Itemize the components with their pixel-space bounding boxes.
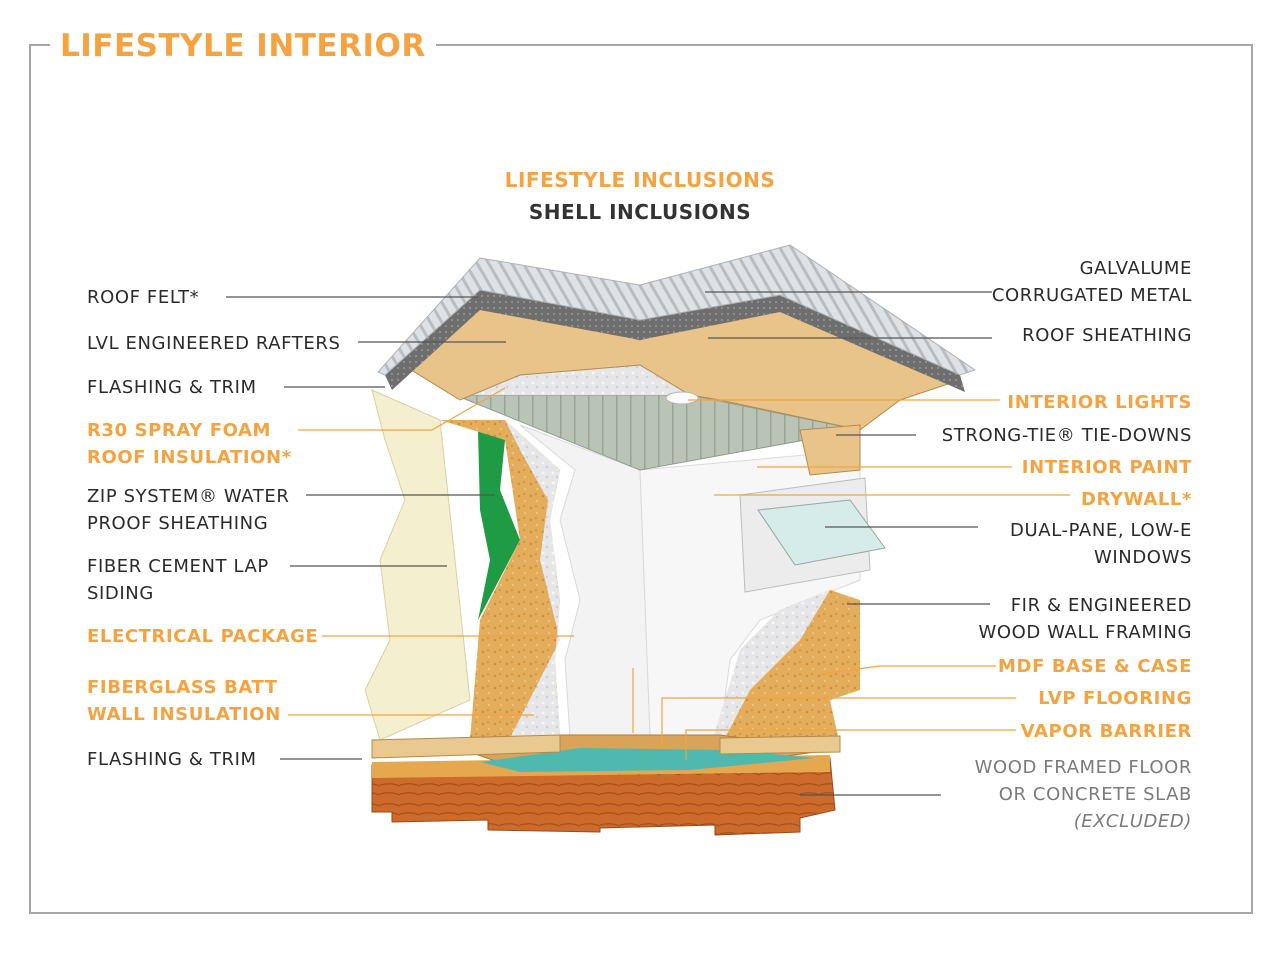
label-drywall: DRYWALL* — [1081, 489, 1192, 510]
label-windows-line2: WINDOWS — [1093, 547, 1192, 568]
label-batt-line1: FIBERGLASS BATT — [87, 677, 278, 698]
left-wall-sheathing — [440, 420, 560, 740]
label-tie-downs: STRONG-TIE® TIE-DOWNS — [941, 425, 1192, 446]
legend-lifestyle: LIFESTYLE INCLUSIONS — [504, 168, 776, 192]
label-fiber-cement-line2: SIDING — [87, 583, 154, 604]
shell-leader-lines — [226, 291, 992, 796]
legend-shell: SHELL INCLUSIONS — [528, 200, 752, 224]
siding-panels — [364, 389, 471, 741]
right-sill — [719, 735, 841, 755]
label-interior-paint: INTERIOR PAINT — [1021, 457, 1192, 478]
label-fiberglass-batt: FIBERGLASS BATT WALL INSULATION — [87, 674, 281, 728]
window — [739, 477, 886, 593]
label-lvl-rafters: LVL ENGINEERED RAFTERS — [87, 333, 341, 354]
left-sill — [371, 734, 561, 759]
label-framing-line2: WOOD WALL FRAMING — [978, 622, 1192, 643]
label-spray-foam-line1: R30 SPRAY FOAM — [87, 420, 272, 441]
left-wall-insulation — [505, 420, 560, 738]
label-floor-line2: OR CONCRETE SLAB — [998, 784, 1192, 805]
right-top-rafter — [799, 424, 861, 476]
roof-felt — [385, 290, 965, 392]
label-wall-framing: FIR & ENGINEERED WOOD WALL FRAMING — [978, 592, 1192, 646]
label-fiber-cement-line1: FIBER CEMENT LAP — [87, 556, 269, 577]
label-floor-line1: WOOD FRAMED FLOOR — [974, 757, 1192, 778]
label-fiber-cement: FIBER CEMENT LAP SIDING — [87, 553, 269, 607]
lifestyle-leader-lines — [288, 387, 1070, 760]
corrugated-metal-roof — [377, 244, 977, 376]
label-galvalume: GALVALUME CORRUGATED METAL — [992, 255, 1192, 309]
label-lvp-flooring: LVP FLOORING — [1038, 688, 1192, 709]
label-framing-line1: FIR & ENGINEERED — [1010, 595, 1192, 616]
label-zip-line2: PROOF SHEATHING — [87, 513, 269, 534]
zip-sheathing — [478, 430, 520, 620]
ceiling-light — [665, 391, 699, 405]
label-electrical-package: ELECTRICAL PACKAGE — [87, 626, 319, 647]
label-galvalume-line1: GALVALUME — [1079, 258, 1192, 279]
label-flashing-trim-top: FLASHING & TRIM — [87, 377, 257, 398]
label-floor-line3: (EXCLUDED) — [1073, 811, 1192, 832]
label-spray-foam-line2: ROOF INSULATION* — [87, 447, 292, 468]
label-galvalume-line2: CORRUGATED METAL — [991, 285, 1192, 306]
label-flashing-trim-bottom: FLASHING & TRIM — [87, 749, 257, 770]
label-floor-excluded: WOOD FRAMED FLOOR OR CONCRETE SLAB (EXCL… — [975, 754, 1192, 835]
label-vapor-barrier: VAPOR BARRIER — [1020, 721, 1192, 742]
label-batt-line2: WALL INSULATION — [87, 704, 281, 725]
label-roof-sheathing: ROOF SHEATHING — [1022, 325, 1192, 346]
label-zip-system: ZIP SYSTEM® WATER PROOF SHEATHING — [87, 483, 290, 537]
right-wall-foam — [710, 590, 830, 748]
label-zip-line1: ZIP SYSTEM® WATER — [87, 486, 290, 507]
label-roof-felt: ROOF FELT* — [87, 287, 200, 308]
right-wall-sheathing — [720, 590, 860, 748]
diagram-frame — [29, 44, 1253, 914]
label-spray-foam: R30 SPRAY FOAM ROOF INSULATION* — [87, 417, 292, 471]
label-windows-line1: DUAL-PANE, LOW-E — [1010, 520, 1192, 541]
label-mdf-base: MDF BASE & CASE — [998, 656, 1192, 677]
label-interior-lights: INTERIOR LIGHTS — [1007, 392, 1192, 413]
label-windows: DUAL-PANE, LOW-E WINDOWS — [1010, 517, 1192, 571]
page-title: LIFESTYLE INTERIOR — [50, 26, 436, 66]
